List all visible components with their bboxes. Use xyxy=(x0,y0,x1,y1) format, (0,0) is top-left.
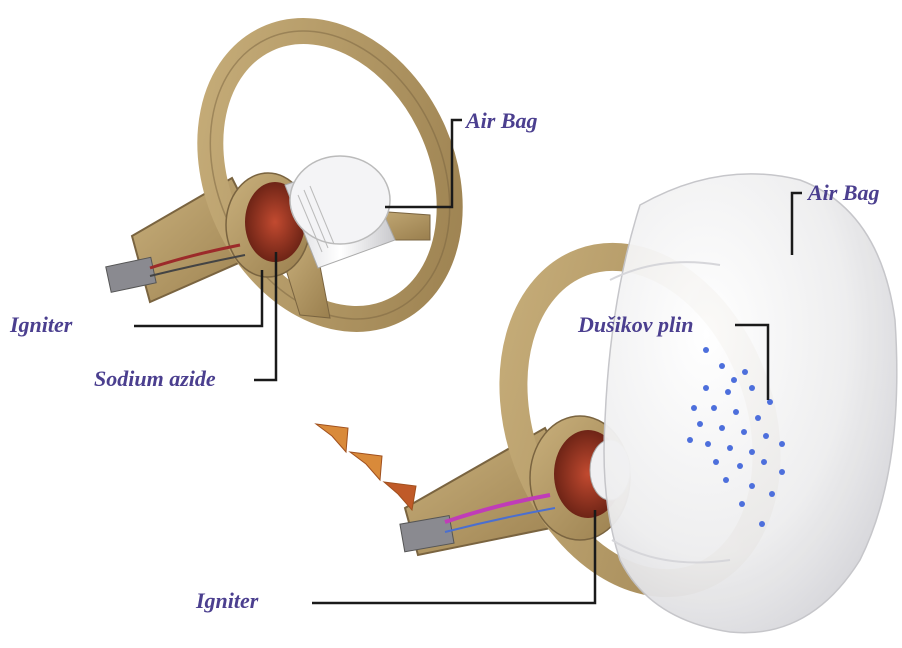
steering-wheel-before xyxy=(106,0,495,358)
inflated-airbag-icon xyxy=(604,174,897,633)
impact-arrows-icon xyxy=(316,424,416,510)
label-air-bag-right: Air Bag xyxy=(808,182,880,204)
steering-wheel-after xyxy=(400,174,897,633)
label-nitrogen-gas: Dušikov plin xyxy=(578,314,694,336)
label-igniter-bottom: Igniter xyxy=(196,590,258,612)
label-sodium-azide: Sodium azide xyxy=(94,368,216,390)
label-igniter-top: Igniter xyxy=(10,314,72,336)
label-air-bag-top: Air Bag xyxy=(466,110,538,132)
